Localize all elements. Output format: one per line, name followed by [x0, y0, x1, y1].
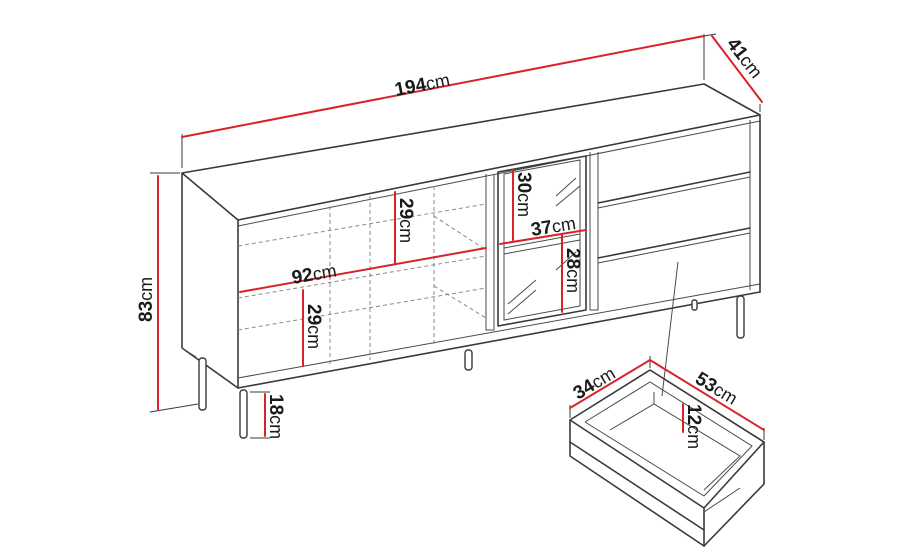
leg-back-left	[198, 357, 207, 411]
drawer-fronts	[597, 120, 751, 290]
drawer-width-line	[569, 359, 651, 409]
width-dimension-line	[181, 35, 705, 138]
lower-shelf-height-label: 29cm	[303, 304, 324, 349]
shelf-width-dimension-line	[239, 247, 487, 293]
depth-dimension-line	[711, 35, 763, 103]
dimension-labels: 194cm 41cm 83cm 92cm 29cm 29cm 30cm 37cm…	[136, 34, 766, 449]
leg-back-right	[691, 299, 698, 311]
glass-lower-height-label: 28cm	[562, 248, 583, 293]
drawer-width-label: 34cm	[570, 363, 620, 404]
sideboard-body	[181, 83, 761, 397]
glass-width-label: 37cm	[529, 213, 577, 241]
leg-middle	[464, 349, 473, 371]
upper-shelf-height-label: 29cm	[395, 198, 416, 243]
glass-upper-height-label: 30cm	[513, 172, 534, 217]
glass-width-line	[499, 229, 587, 245]
leg-height-label: 18cm	[265, 394, 286, 439]
width-label: 194cm	[393, 70, 452, 101]
dimension-lines	[149, 33, 765, 440]
leg-front-left	[239, 389, 248, 439]
glass-door	[497, 155, 587, 327]
top-surface	[181, 83, 761, 221]
left-side-panel	[181, 172, 239, 389]
height-label: 83cm	[136, 277, 157, 322]
sideboard-legs	[198, 295, 745, 439]
drawer-height-label: 12cm	[683, 404, 704, 449]
shelf-width-label: 92cm	[290, 260, 338, 289]
drawer-depth-line	[649, 359, 765, 431]
leg-front-right	[736, 295, 745, 339]
drawer-detail	[569, 369, 765, 547]
